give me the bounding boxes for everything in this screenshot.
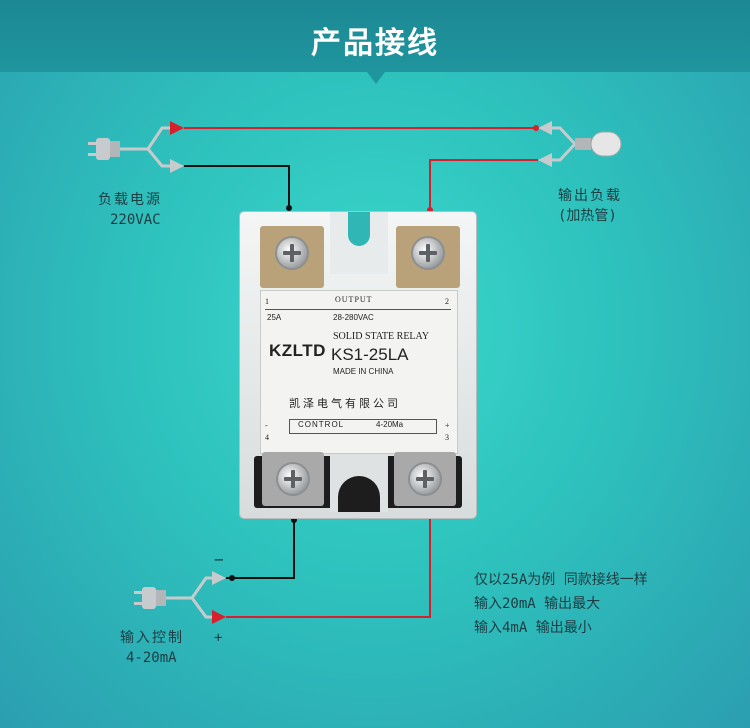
input-control-range: 4-20mA	[126, 650, 177, 666]
screw-terminal-4-icon	[278, 464, 308, 494]
solid-state-relay: 1 OUTPUT 2 25A 28-280VAC KZLTD SOLID STA…	[240, 212, 476, 518]
load-power-voltage: 220VAC	[110, 212, 161, 228]
terminal-4-marker: 4	[265, 433, 269, 442]
usage-notes: 仅以25A为例 同款接线一样 输入20mA 输出最大 输入4mA 输出最小	[474, 568, 648, 640]
screw-terminal-1-icon	[277, 238, 307, 268]
plus-sign-label: +	[214, 630, 223, 646]
output-load-label: 输出负载 (加热管)	[558, 186, 622, 226]
output-load-subtitle: (加热管)	[558, 208, 617, 224]
product-type: SOLID STATE RELAY	[333, 331, 430, 342]
input-control-label: 输入控制 4-20mA	[120, 628, 184, 668]
output-load-title: 输出负载	[558, 188, 622, 204]
input-control-title: 输入控制	[120, 630, 184, 646]
usage-note-3: 输入4mA 输出最小	[474, 620, 592, 636]
terminal-1-marker: 1	[265, 297, 269, 306]
model-number: KS1-25LA	[331, 345, 409, 364]
control-label: CONTROL	[298, 420, 345, 429]
relay-label-face: 1 OUTPUT 2 25A 28-280VAC KZLTD SOLID STA…	[260, 290, 458, 454]
banner-title: 产品接线	[311, 26, 439, 61]
terminal-2-marker: 2	[445, 297, 449, 306]
screw-terminal-3-icon	[410, 464, 440, 494]
control-plug-icon	[134, 571, 226, 624]
load-power-label: 负载电源 220VAC	[98, 190, 162, 230]
brand-name: KZLTD	[269, 341, 326, 360]
control-plus-marker: +	[445, 421, 450, 430]
power-plug-icon	[88, 121, 184, 173]
usage-note-1: 仅以25A为例 同款接线一样	[474, 572, 648, 588]
usage-note-2: 输入20mA 输出最大	[474, 596, 601, 612]
control-minus-marker: -	[265, 421, 268, 430]
output-label: OUTPUT	[335, 295, 373, 304]
heater-tube-icon	[538, 121, 622, 167]
title-banner: 产品接线	[0, 0, 750, 72]
terminal-3-marker: 3	[445, 433, 449, 442]
mount-slot-top	[330, 212, 388, 274]
mount-slot-bottom	[330, 456, 388, 512]
control-range: 4-20Ma	[376, 420, 404, 429]
voltage-rating: 28-280VAC	[333, 313, 374, 322]
company-name: 凯泽电气有限公司	[289, 398, 401, 410]
minus-sign-label: −	[214, 550, 224, 569]
screw-terminal-2-icon	[413, 238, 443, 268]
current-rating: 25A	[267, 313, 282, 322]
control-box: CONTROL 4-20Ma	[289, 419, 437, 434]
origin-label: MADE IN CHINA	[333, 367, 394, 376]
load-power-title: 负载电源	[98, 192, 162, 208]
banner-notch	[367, 72, 385, 84]
